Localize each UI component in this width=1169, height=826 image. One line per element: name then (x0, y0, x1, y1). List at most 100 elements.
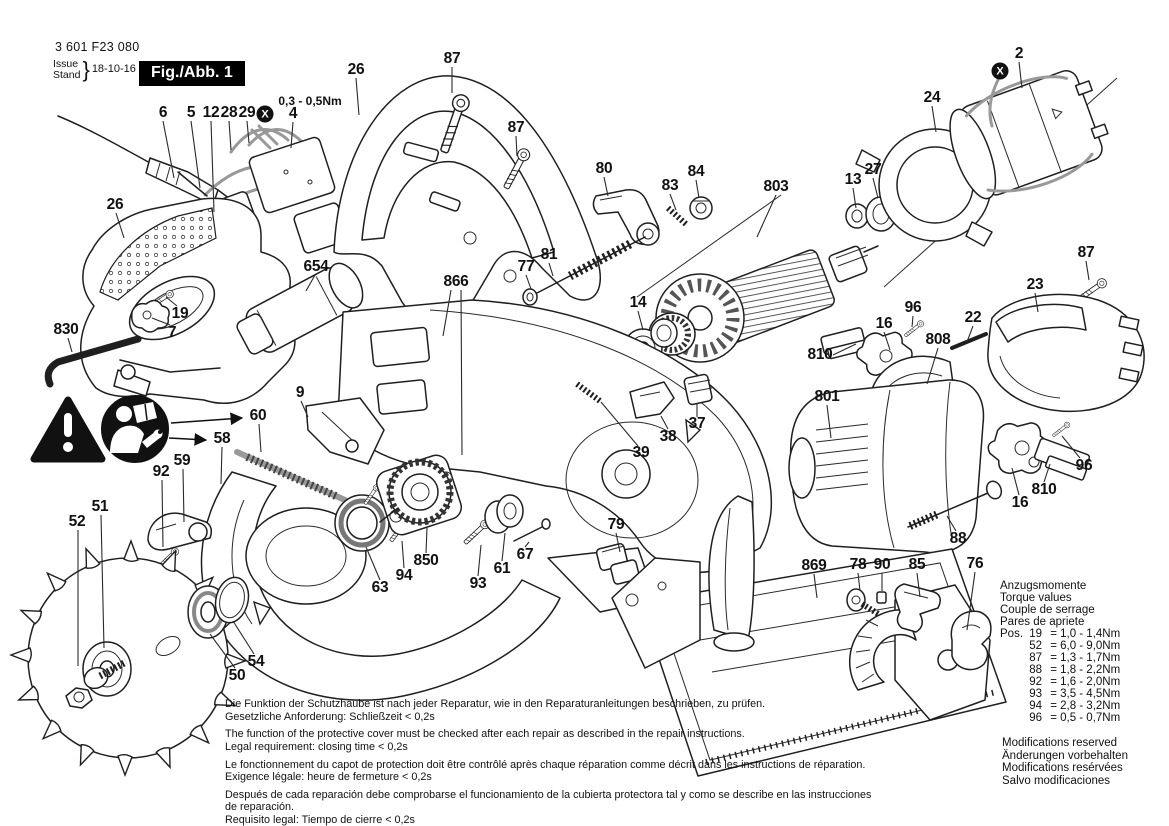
callout-63: 63 (371, 579, 389, 596)
part-63-bearing-ring (334, 494, 390, 552)
part-22-pin (950, 332, 988, 350)
callout-7: 7 (167, 324, 177, 341)
torque-title-line: Pares de apriete (1000, 616, 1085, 629)
part-84-nut (689, 196, 713, 220)
callout-61: 61 (493, 560, 511, 577)
legal-paragraph: Después de cada reparación debe comproba… (225, 788, 872, 826)
callout-54: 54 (247, 653, 265, 670)
figure-label: Fig./Abb. 1 (139, 61, 245, 86)
part-78-screw (846, 588, 882, 618)
torque-row: 92 = 1,6 - 2,0Nm (1029, 676, 1121, 689)
callout-26: 26 (106, 196, 124, 213)
callout-78: 78 (849, 556, 867, 573)
callout-58: 58 (213, 430, 231, 447)
part-866-blade-guard (337, 299, 772, 613)
callout-84: 84 (687, 163, 705, 180)
callout-4: 4 (288, 105, 298, 122)
torque-row: 52 = 6,0 - 9,0Nm (1029, 640, 1121, 653)
torque-note: 0,3 - 0,5Nm (278, 94, 342, 108)
callout-76: 76 (966, 555, 984, 572)
document-part-number: 3 601 F23 080 (55, 40, 140, 54)
torque-title-line: Couple de serrage (1000, 604, 1095, 617)
callout-654: 654 (303, 258, 329, 275)
callout-2: 2 (1014, 45, 1024, 62)
part-38-bracket (629, 381, 675, 419)
callout-5: 5 (186, 104, 196, 121)
part-24-baffle (855, 128, 1001, 247)
part-810-brush (1033, 437, 1091, 481)
legal-paragraph: Die Funktion der Schutzhaube ist nach je… (225, 698, 766, 723)
callout-94: 94 (395, 567, 413, 584)
part-60-spring (234, 449, 348, 503)
callout-60: 60 (249, 407, 267, 424)
callout-24: 24 (923, 89, 941, 106)
part-7-cam (130, 299, 170, 333)
torque-row: Pos.19 = 1,0 - 1,4Nm (1000, 628, 1121, 641)
part-39-spring (575, 381, 602, 404)
callout-87: 87 (443, 50, 461, 67)
callout-85: 85 (908, 556, 926, 573)
modifications-line: Modifications resérvées (1002, 762, 1123, 775)
modifications-line: Salvo modificaciones (1002, 774, 1111, 787)
callout-830: 830 (53, 321, 79, 338)
torque-row: 93 = 3,5 - 4,5Nm (1029, 688, 1121, 701)
x-marker-icon: X (256, 105, 274, 123)
callout-87: 87 (1077, 244, 1095, 261)
part-90-nut (876, 591, 887, 604)
stand-label: Stand (53, 68, 81, 81)
callout-87: 87 (507, 119, 525, 136)
warning-triangle-icon (30, 396, 106, 463)
issue-stand-block: Issue Stand } 18-10-16 (53, 58, 136, 81)
part-26-left-housing (80, 197, 296, 404)
read-manual-icon (101, 395, 169, 463)
part-61-roller (484, 494, 524, 534)
part-85-wing-knob (894, 583, 941, 633)
callout-50: 50 (228, 667, 246, 684)
callout-67: 67 (516, 546, 534, 563)
part-59-lever (147, 512, 213, 551)
torque-title-line: Anzugsmomente (1000, 580, 1087, 592)
callout-26: 26 (347, 61, 365, 78)
part-67-pin (513, 518, 551, 542)
part-801-motor-housing (788, 379, 985, 554)
callout-27: 27 (864, 161, 882, 178)
callout-51: 51 (91, 498, 109, 515)
part-37-block (683, 373, 713, 406)
issue-label: Issue (53, 57, 79, 70)
torque-row: 88 = 1,8 - 2,2Nm (1029, 664, 1121, 677)
part-13-washer (845, 203, 869, 229)
part-2-stator (949, 70, 1109, 200)
callout-52: 52 (68, 513, 86, 530)
part-850-gear (375, 454, 463, 536)
callout-38: 38 (659, 428, 677, 445)
torque-title-line: Torque values (1000, 592, 1072, 605)
callout-77: 77 (517, 258, 535, 275)
callout-6: 6 (158, 104, 168, 121)
part-654-dust-port (236, 262, 364, 355)
callout-803: 803 (763, 178, 789, 195)
callout-88: 88 (949, 530, 967, 547)
torque-row: 96 = 0,5 - 0,7Nm (1029, 712, 1121, 725)
callout-869: 869 (801, 557, 827, 574)
callout-59: 59 (173, 452, 191, 469)
modifications-line: Änderungen vorbehalten (1002, 749, 1128, 762)
part-16-brush-holder (987, 422, 1052, 475)
legal-text-block: Die Funktion der Schutzhaube ist nach je… (225, 698, 885, 826)
callout-80: 80 (595, 160, 613, 177)
callout-90: 90 (873, 556, 891, 573)
callout-92: 92 (152, 463, 170, 480)
callout-39: 39 (632, 444, 650, 461)
leader-lines (67, 61, 1090, 669)
callout-810: 810 (1031, 481, 1057, 498)
callout-28: 28 (220, 104, 238, 121)
callout-9: 9 (295, 384, 305, 401)
callout-12: 12 (202, 104, 220, 121)
callout-37: 37 (688, 415, 706, 432)
part-81-spindle (536, 236, 646, 294)
callout-81: 81 (540, 246, 558, 263)
callout-16: 16 (1011, 494, 1029, 511)
